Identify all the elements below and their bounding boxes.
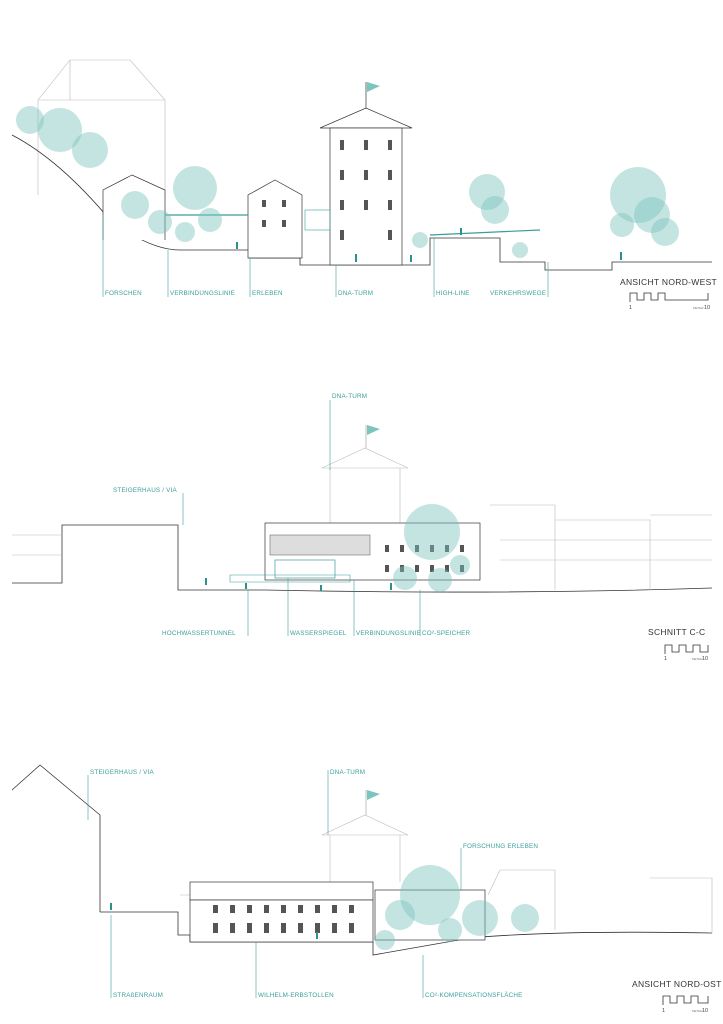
svg-text:1: 1 <box>662 1008 665 1014</box>
label-co2-speicher: CO²-SPEICHER <box>422 630 470 637</box>
building-roof <box>189 881 374 901</box>
label-steigerhaus-via: STEIGERHAUS / VIA <box>113 487 178 494</box>
terrain-line <box>11 134 712 271</box>
label-verkehrswege: VERKEHRSWEGE <box>490 290 546 297</box>
label-erleben: ERLEBEN <box>252 290 283 297</box>
scale-bar: 1 METER 10 <box>664 644 709 662</box>
svg-text:10: 10 <box>704 305 710 311</box>
dna-tower-ghost <box>321 425 409 523</box>
label-co2-kompensationsflaeche: CO²-KOMPENSATIONSFLÄCHE <box>425 991 523 999</box>
building-erleben <box>247 179 303 259</box>
label-forschung-erleben: FORSCHUNG ERLEBEN <box>463 843 538 850</box>
scale-bar: 1 METER 10 <box>629 292 710 311</box>
title-ansicht-nord-west: ANSICHT NORD-WEST <box>620 277 717 287</box>
svg-text:METER: METER <box>693 306 704 310</box>
title-ansicht-nord-ost: ANSICHT NORD-OST <box>632 979 722 989</box>
label-high-line: HIGH-LINE <box>436 290 470 297</box>
house-steigerhaus <box>11 764 101 912</box>
svg-text:10: 10 <box>702 1008 708 1014</box>
svg-text:METER: METER <box>692 1009 703 1013</box>
svg-text:10: 10 <box>702 656 708 662</box>
label-forschen: FORSCHEN <box>105 290 142 297</box>
scale-bar: 1 METER 10 <box>662 995 709 1014</box>
dna-tower-ghost <box>321 790 409 882</box>
label-steigerhaus-via: STEIGERHAUS / VIA <box>90 769 155 776</box>
svg-text:1: 1 <box>629 305 632 311</box>
labels-nord-west: FORSCHEN VERBINDUNGSLINIE ERLEBEN DNA-TU… <box>102 215 549 297</box>
label-dna-turm: DNA-TURM <box>338 290 373 297</box>
svg-text:METER: METER <box>692 657 703 661</box>
elevation-nord-west: FORSCHEN VERBINDUNGSLINIE ERLEBEN DNA-TU… <box>11 59 717 311</box>
terrain-line <box>12 524 713 593</box>
label-dna-turm: DNA-TURM <box>332 393 367 400</box>
church-ghost <box>37 59 166 195</box>
title-schnitt-c-c: SCHNITT C-C <box>648 627 705 637</box>
label-verbindungslinie: VERBINDUNGSLINIE <box>356 630 421 637</box>
label-hochwassertunnel: HOCHWASSERTUNNEL <box>162 630 236 637</box>
label-strassenraum: STRAßENRAUM <box>113 992 163 999</box>
section-c-c: DNA-TURM STEIGERHAUS / VIA HOCHWASSERTUN… <box>12 393 713 662</box>
label-dna-turm: DNA-TURM <box>330 769 365 776</box>
dna-tower <box>319 82 413 266</box>
building-forschen <box>102 174 166 240</box>
label-verbindungslinie: VERBINDUNGSLINIE <box>170 290 235 297</box>
label-wasserspiegel: WASSERSPIEGEL <box>290 630 347 637</box>
svg-text:1: 1 <box>664 656 667 662</box>
label-wilhelm-erbstollen: WILHELM-ERBSTOLLEN <box>258 992 334 999</box>
elevation-nord-ost: STEIGERHAUS / VIA DNA-TURM FORSCHUNG ERL… <box>11 764 722 1014</box>
